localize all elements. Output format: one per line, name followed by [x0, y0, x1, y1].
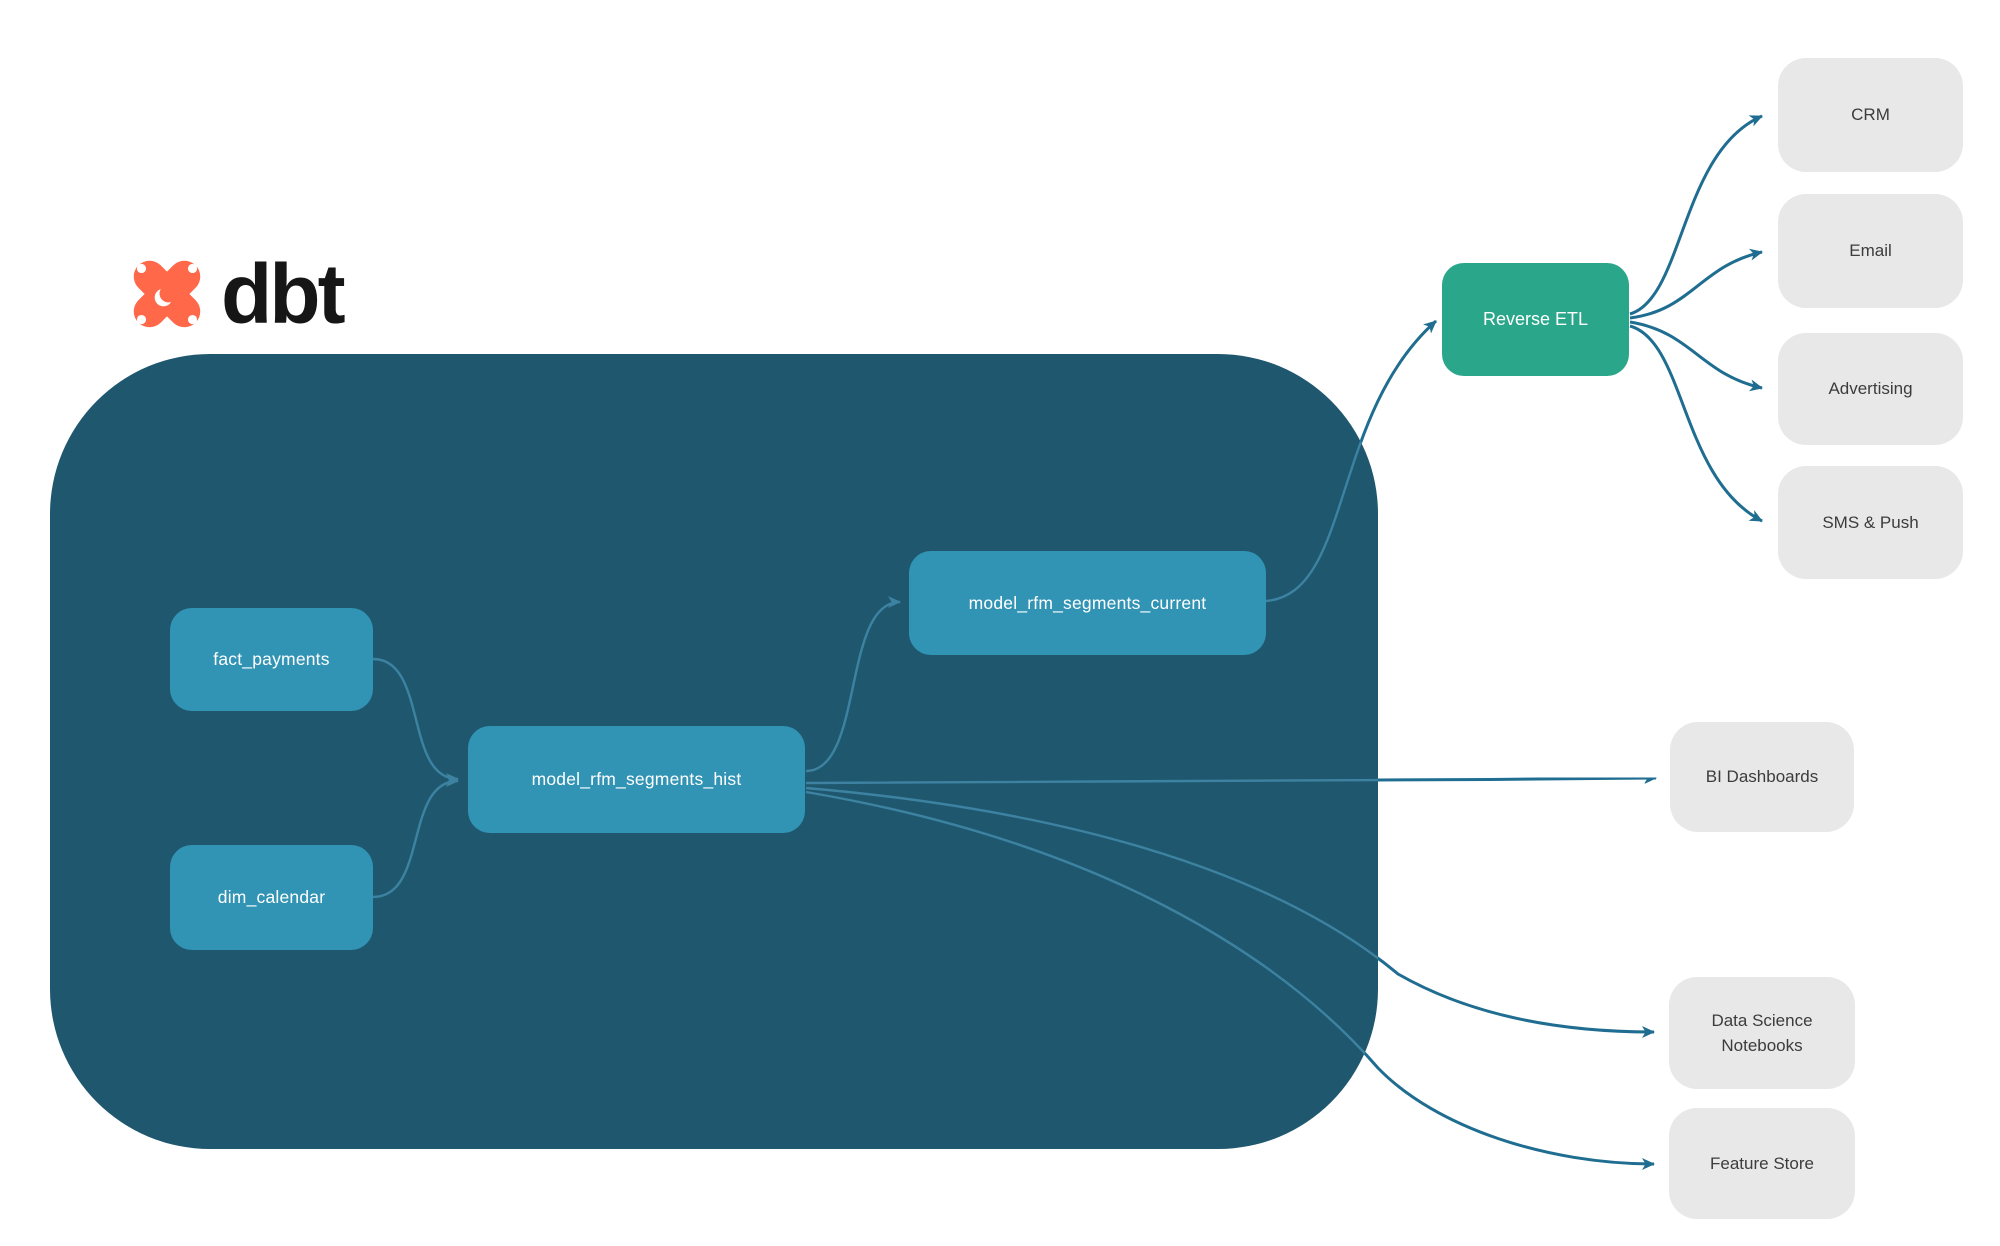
node-label: Reverse ETL: [1482, 309, 1589, 329]
node-sms-push[interactable]: SMS & Push: [1778, 466, 1963, 579]
node-label: model_rfm_segments_current: [968, 592, 1207, 613]
edge-fact-payments-to-hist: [372, 657, 459, 785]
node-data-science-notebooks[interactable]: Data Science Notebooks: [1669, 977, 1855, 1089]
edge-dim-calendar-to-hist: [372, 775, 459, 899]
node-reverse-etl[interactable]: Reverse ETL: [1442, 263, 1629, 376]
node-label: dim_calendar: [217, 887, 326, 907]
node-label: CRM: [1851, 105, 1890, 125]
edge-hist-to-bi-dashboards: [805, 772, 1657, 785]
edge-hist-to-feature-store: [805, 790, 1655, 1170]
node-label: BI Dashboards: [1705, 767, 1819, 787]
node-label: Data Science Notebooks: [1711, 1010, 1813, 1056]
node-label: model_rfm_segments_hist: [531, 769, 742, 789]
node-crm[interactable]: CRM: [1778, 58, 1963, 172]
edge-reverse-etl-to-crm: [1629, 114, 1763, 316]
node-bi-dashboards[interactable]: BI Dashboards: [1670, 722, 1854, 832]
edge-reverse-etl-to-email: [1629, 248, 1763, 320]
node-feature-store[interactable]: Feature Store: [1669, 1108, 1855, 1219]
node-label: Email: [1849, 241, 1892, 261]
dbt-logo-text: dbt: [221, 247, 346, 341]
edge-hist-to-current: [805, 596, 901, 773]
node-advertising[interactable]: Advertising: [1778, 333, 1963, 445]
dbt-logo: dbt: [123, 247, 346, 341]
node-label: Feature Store: [1710, 1153, 1814, 1173]
node-fact-payments[interactable]: fact_payments: [170, 608, 373, 711]
node-label: fact_payments: [213, 649, 330, 669]
edge-current-to-reverse-etl: [1265, 319, 1437, 603]
node-dim-calendar[interactable]: dim_calendar: [170, 845, 373, 950]
node-label: SMS & Push: [1822, 512, 1919, 532]
node-email[interactable]: Email: [1778, 194, 1963, 308]
edge-reverse-etl-to-sms-push: [1629, 324, 1763, 523]
edge-reverse-etl-to-advertising: [1629, 320, 1763, 392]
edge-hist-to-data-science: [805, 786, 1655, 1038]
node-model-rfm-segments-hist[interactable]: model_rfm_segments_hist: [468, 726, 805, 833]
dbt-star-icon: [133, 260, 201, 328]
node-label: Advertising: [1828, 379, 1913, 399]
node-model-rfm-segments-current[interactable]: model_rfm_segments_current: [909, 551, 1266, 655]
